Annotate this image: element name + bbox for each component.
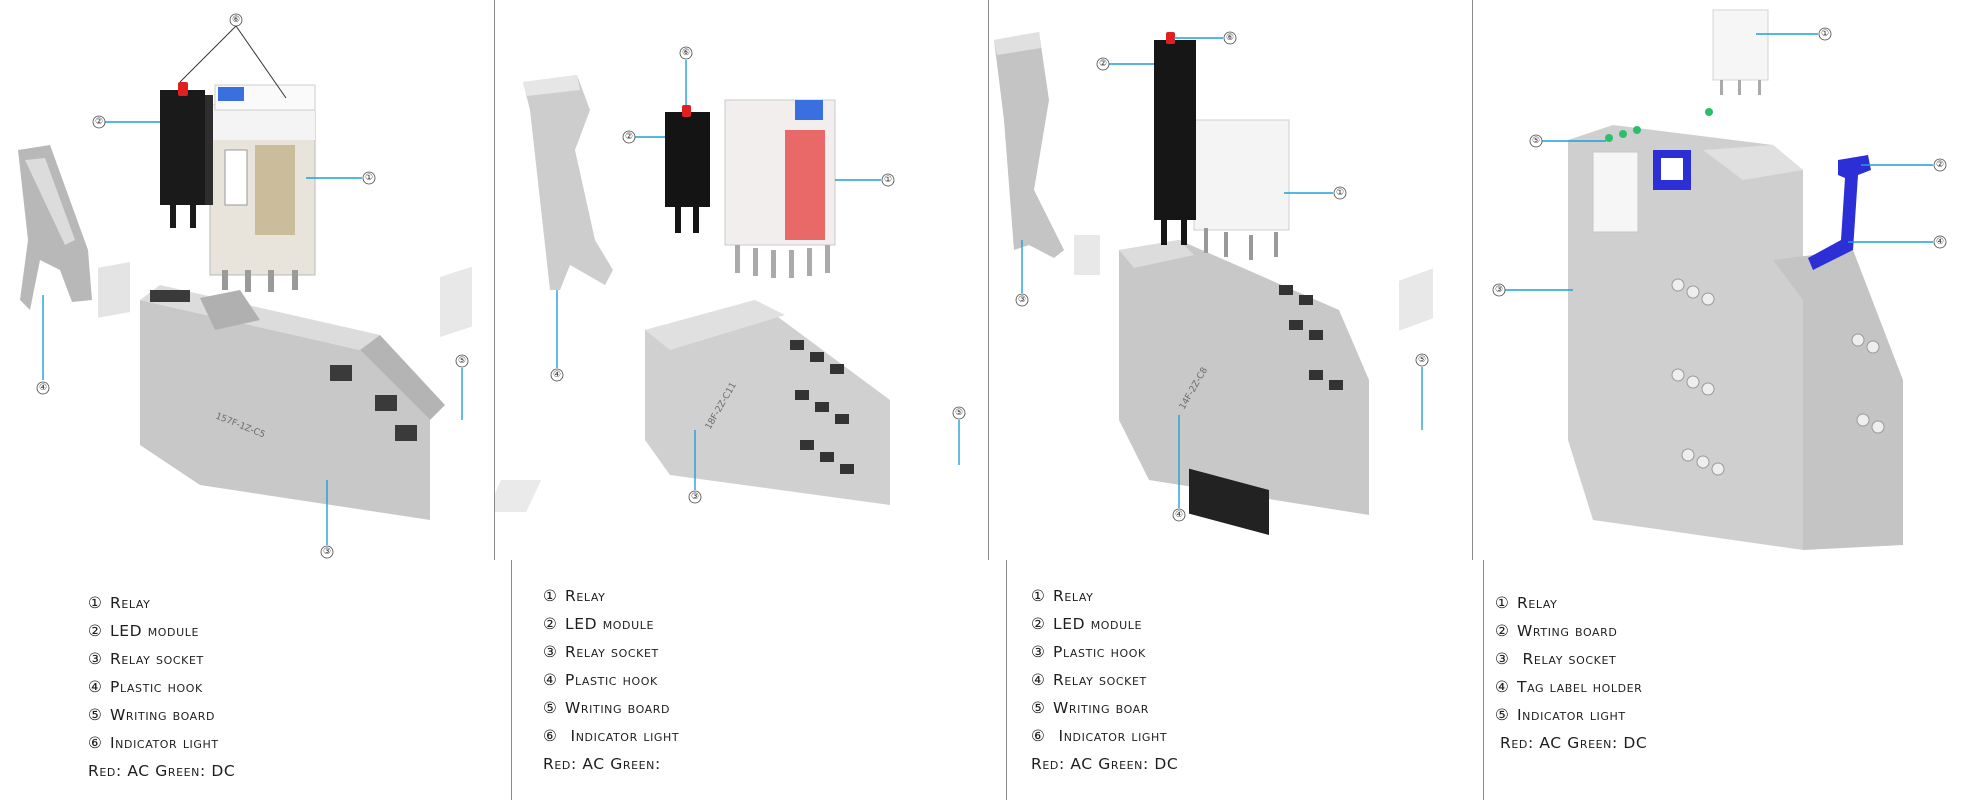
svg-text:⑥: ⑥ xyxy=(1226,33,1234,43)
indicator-lights xyxy=(1605,108,1713,142)
panel-divider xyxy=(988,0,989,560)
svg-text:③: ③ xyxy=(1495,285,1503,295)
relay-socket-illustration: 157F-1Z-C5 xyxy=(140,285,445,520)
plastic-hook-illustration xyxy=(523,75,613,290)
callouts: ⑥ ② ① ④ ⑤ ③ xyxy=(36,13,469,559)
writing-board-right-illustration xyxy=(440,266,472,338)
legend-item: ③ Relay socket xyxy=(1495,650,1617,668)
svg-text:②: ② xyxy=(1936,160,1944,170)
color-note: Red: AC Green: DC xyxy=(1500,734,1648,752)
indicator-light-red xyxy=(178,82,188,96)
svg-text:①: ① xyxy=(365,173,373,183)
callouts: ① ⑤ ② ④ ③ xyxy=(1492,27,1947,297)
relay-illustration xyxy=(1193,119,1290,260)
color-note: Red: AC Green: DC xyxy=(1031,755,1179,773)
svg-text:②: ② xyxy=(625,132,633,142)
relay-illustration xyxy=(1592,9,1769,233)
indicator-light-red xyxy=(682,105,691,117)
plastic-hook-illustration xyxy=(994,32,1064,258)
svg-text:⑥: ⑥ xyxy=(232,15,240,25)
panel-2-exploded-view: 18F-2Z-C11 ⑥ ② ① ④ ③ xyxy=(495,46,966,512)
callouts: ⑥ ② ① ③ ⑤ ④ xyxy=(1015,31,1429,522)
panel-divider xyxy=(1472,0,1473,560)
svg-text:④: ④ xyxy=(553,370,561,380)
indicator-light-green xyxy=(1605,134,1613,142)
svg-text:①: ① xyxy=(1336,188,1344,198)
svg-text:①: ① xyxy=(884,175,892,185)
svg-text:③: ③ xyxy=(1018,295,1026,305)
led-module-illustration xyxy=(665,105,710,233)
svg-text:⑤: ⑤ xyxy=(1532,136,1540,146)
relay-socket-illustration: 14F-2Z-C8 xyxy=(1119,240,1369,536)
panel-3-exploded-view: 14F-2Z-C8 ⑥ ② ① ③ ⑤ ④ xyxy=(994,31,1433,536)
panel-divider xyxy=(1006,560,1007,800)
svg-text:④: ④ xyxy=(39,383,47,393)
panel-1-exploded-view: 157F-1Z-C5 ⑥ xyxy=(18,13,472,559)
indicator-light-green xyxy=(1633,126,1641,134)
panel-divider xyxy=(511,560,512,800)
svg-text:⑤: ⑤ xyxy=(458,356,466,366)
led-module-illustration xyxy=(160,82,213,228)
panel-divider xyxy=(494,0,495,560)
panel-4-exploded-view: ① ⑤ ② ④ ③ xyxy=(1492,9,1947,550)
svg-text:②: ② xyxy=(1099,59,1107,69)
svg-text:③: ③ xyxy=(691,492,699,502)
callouts: ⑥ ② ① ④ ③ ⑤ xyxy=(550,46,966,504)
panel-1: 157F-1Z-C5 ⑥ xyxy=(0,0,494,800)
color-note: Red: AC Green: DC xyxy=(88,762,236,780)
svg-text:⑤: ⑤ xyxy=(955,408,963,418)
color-note: Red: AC Green: xyxy=(543,755,661,773)
svg-text:④: ④ xyxy=(1936,237,1944,247)
svg-text:④: ④ xyxy=(1175,510,1183,520)
svg-text:②: ② xyxy=(95,117,103,127)
writing-board-left-illustration xyxy=(98,262,130,318)
tag-label-holder-illustration xyxy=(1808,155,1871,270)
indicator-light-green xyxy=(1705,108,1713,116)
writing-board-left-illustration xyxy=(1074,235,1100,275)
svg-text:①: ① xyxy=(1821,29,1829,39)
legend-item: ⑥ Indicator light xyxy=(543,727,680,745)
legend-item: ⑥ Indicator light xyxy=(1031,727,1168,745)
relay-illustration xyxy=(724,99,836,278)
led-module-illustration xyxy=(1154,32,1196,245)
panel-divider xyxy=(1483,560,1484,800)
svg-text:③: ③ xyxy=(323,547,331,557)
relay-illustration xyxy=(209,84,316,292)
indicator-light-green xyxy=(1619,130,1627,138)
panel-2: 18F-2Z-C11 ⑥ ② ① ④ ③ xyxy=(495,0,988,800)
writing-board-right-illustration xyxy=(1399,268,1433,331)
svg-text:⑤: ⑤ xyxy=(1418,355,1426,365)
indicator-light-red xyxy=(1166,32,1175,44)
writing-board-illustration xyxy=(495,480,542,512)
relay-socket-illustration: 18F-2Z-C11 xyxy=(645,300,890,505)
panel-3: 14F-2Z-C8 ⑥ ② ① ③ ⑤ ④ xyxy=(989,0,1472,800)
svg-text:⑥: ⑥ xyxy=(682,48,690,58)
plastic-hook-illustration xyxy=(18,145,92,310)
